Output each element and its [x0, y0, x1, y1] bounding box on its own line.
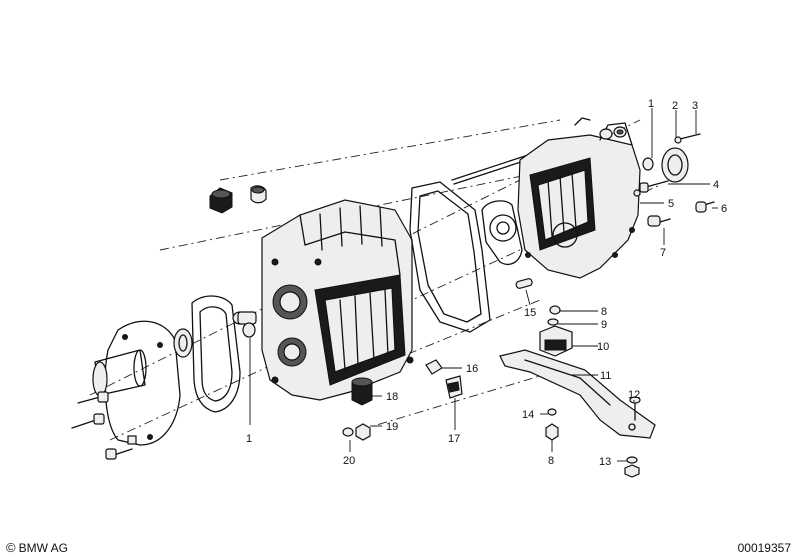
- callout-leaders: [349, 108, 718, 462]
- callout-10: 10: [597, 341, 609, 353]
- seal-ring-left: [173, 328, 193, 358]
- callout-6: 6: [721, 203, 727, 215]
- copyright-footer: © BMW AG: [6, 540, 68, 555]
- callout-17: 17: [448, 433, 460, 445]
- callout-5: 5: [668, 198, 674, 210]
- callout-20: 20: [343, 455, 355, 467]
- callout-4: 4: [713, 179, 719, 191]
- gasket-left: [191, 295, 241, 413]
- callout-1-top: 1: [648, 98, 654, 110]
- copyright-symbol: ©: [6, 540, 16, 555]
- shift-rod: [451, 154, 531, 185]
- washers-top: [599, 126, 627, 140]
- dowel-pin: [515, 278, 533, 289]
- callout-8-upper: 8: [601, 306, 607, 318]
- callout-14: 14: [522, 409, 534, 421]
- callout-15: 15: [524, 307, 536, 319]
- plug-items-top: [209, 185, 267, 214]
- callout-13: 13: [599, 456, 611, 468]
- callout-16: 16: [466, 363, 478, 375]
- cross-member: [499, 349, 656, 439]
- callout-2: 2: [672, 100, 678, 112]
- callout-3: 3: [692, 100, 698, 112]
- fasteners-bottom-right: [545, 396, 641, 478]
- front-housing: [517, 117, 641, 279]
- bushings-left: [232, 311, 257, 425]
- gasket-center: [409, 181, 491, 333]
- callout-11: 11: [600, 370, 611, 382]
- callout-numbers: 1 2 3 4 5 6 7 8 9 10 11 12 13 14 8 15 16…: [246, 98, 727, 468]
- reverse-light-switch: [425, 359, 463, 399]
- rear-cover-bolts: [71, 391, 137, 460]
- transmission-mount: [539, 305, 573, 357]
- callout-8-lower: 8: [548, 455, 554, 467]
- intermediate-plate: [481, 200, 523, 265]
- rear-cover: [92, 320, 181, 446]
- callout-9: 9: [601, 319, 607, 331]
- callout-12: 12: [628, 389, 640, 401]
- bolts-right: [633, 133, 715, 227]
- callout-19: 19: [386, 421, 398, 433]
- radial-seal-right: [642, 147, 689, 183]
- plug-items-bottom: [342, 377, 373, 441]
- callout-1-left: 1: [246, 433, 252, 445]
- main-housing: [261, 199, 414, 401]
- brand-name: BMW AG: [18, 540, 68, 555]
- callout-7: 7: [660, 247, 666, 259]
- image-code: 00019357: [737, 541, 791, 555]
- callout-18: 18: [386, 391, 398, 403]
